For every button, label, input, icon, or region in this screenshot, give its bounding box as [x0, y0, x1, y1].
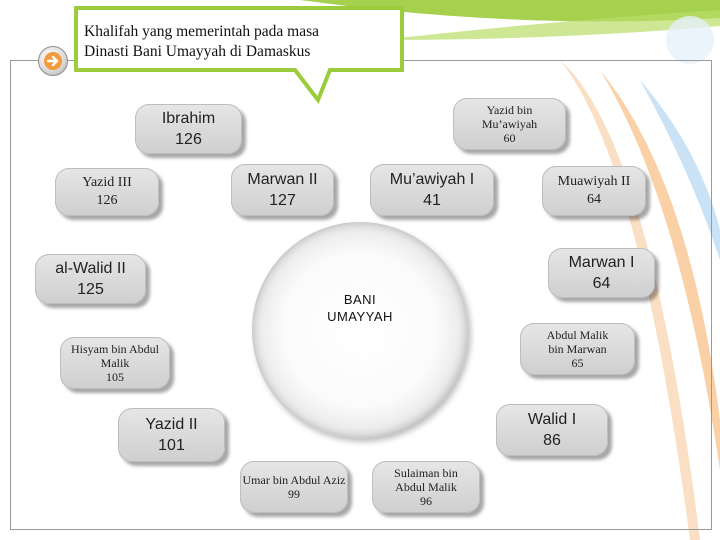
node-hisyam: Hisyam bin Abdul Malik 105 — [60, 337, 170, 389]
node-al-walid-ii: al-Walid II 125 — [35, 254, 146, 304]
node-label: Umar bin Abdul Aziz — [242, 473, 346, 487]
node-value: 127 — [269, 192, 296, 209]
center-line-2: UMAYYAH — [327, 309, 393, 324]
node-label: Walid I — [527, 411, 577, 428]
node-sulaiman: Sulaiman bin Abdul Malik 96 — [372, 461, 480, 513]
callout-line-1: Khalifah yang memerintah pada masa — [84, 23, 319, 40]
node-label: Mu’awiyah — [481, 117, 538, 131]
node-label: al-Walid II — [55, 260, 126, 277]
node-ibrahim: Ibrahim 126 — [135, 104, 242, 154]
node-yazid-ii: Yazid II 101 — [118, 408, 225, 462]
node-walid-i: Walid I 86 — [496, 404, 608, 456]
node-label: Muawiyah II — [557, 174, 631, 189]
node-value: 126 — [175, 131, 202, 148]
node-value: 99 — [288, 487, 300, 501]
node-value: 126 — [96, 193, 118, 208]
node-label: Abdul Malik — [395, 480, 457, 494]
callout-title: Khalifah yang memerintah pada masa Dinas… — [84, 22, 384, 62]
node-label: Sulaiman bin — [394, 466, 458, 480]
node-value: 60 — [503, 131, 516, 145]
center-label: BANI UMAYYAH — [300, 291, 420, 325]
node-label: Abdul Malik — [546, 328, 609, 342]
node-umar: Umar bin Abdul Aziz 99 — [240, 461, 348, 513]
node-label: Ibrahim — [161, 110, 216, 127]
node-value: 125 — [77, 281, 104, 298]
node-value: 96 — [420, 494, 432, 508]
node-label: Yazid bin — [486, 103, 533, 117]
node-value: 86 — [543, 432, 561, 449]
node-label: Marwan I — [568, 254, 635, 271]
node-value: 41 — [423, 192, 441, 209]
node-abdul-malik: Abdul Malik bin Marwan 65 — [520, 323, 635, 375]
arrow-right-icon[interactable] — [38, 46, 68, 76]
node-value: 101 — [158, 437, 185, 454]
node-value: 64 — [592, 275, 611, 292]
node-label: Malik — [100, 356, 130, 370]
node-muawiyah-ii: Muawiyah II 64 — [542, 166, 646, 216]
node-marwan-ii: Marwan II 127 — [231, 164, 334, 216]
node-yazid-bin-muawiyah: Yazid bin Mu’awiyah 60 — [453, 98, 566, 150]
node-label: Mu’awiyah I — [389, 171, 475, 188]
node-label: Hisyam bin Abdul — [70, 342, 159, 356]
center-line-1: BANI — [343, 292, 377, 307]
node-marwan-i: Marwan I 64 — [548, 248, 655, 298]
node-label: Yazid II — [145, 416, 198, 433]
node-label: bin Marwan — [548, 342, 607, 356]
callout-line-2: Dinasti Bani Umayyah di Damaskus — [84, 43, 311, 60]
node-value: 105 — [106, 370, 124, 384]
node-yazid-iii: Yazid III 126 — [55, 168, 159, 216]
node-label: Yazid III — [82, 175, 132, 190]
node-value: 65 — [571, 356, 584, 370]
center-circle — [252, 222, 468, 438]
node-muawiyah-i: Mu’awiyah I 41 — [370, 164, 494, 216]
node-value: 64 — [587, 192, 601, 207]
node-label: Marwan II — [247, 171, 318, 188]
